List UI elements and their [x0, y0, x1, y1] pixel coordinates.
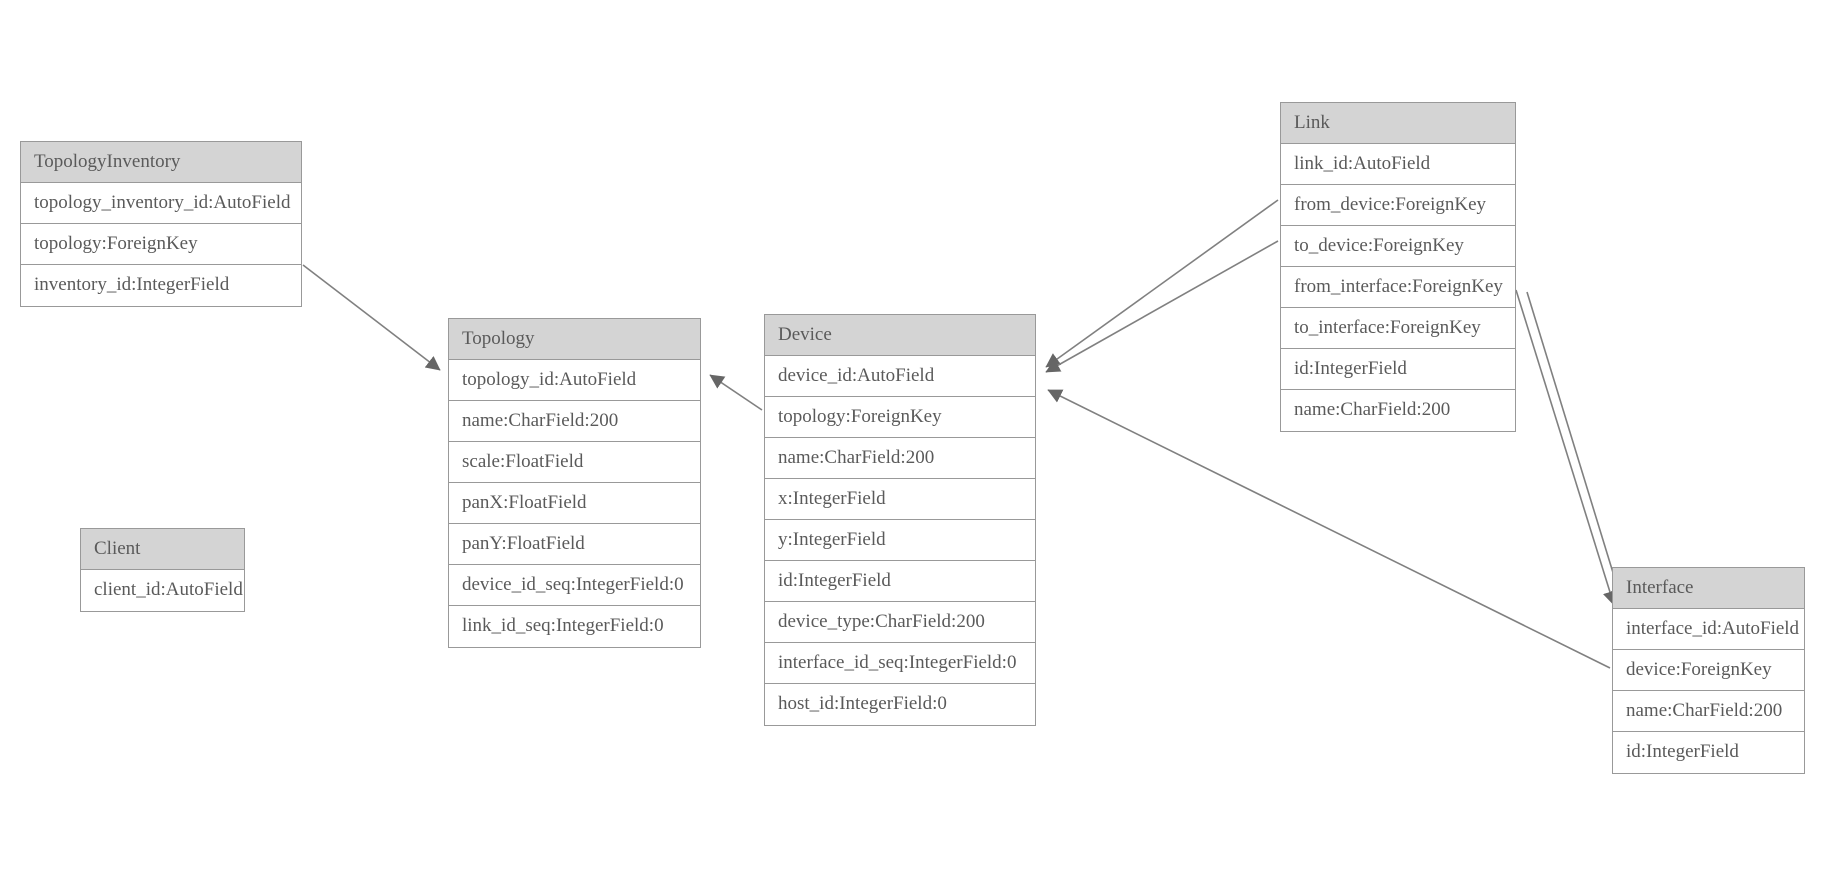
edge-topologyinventory-topology	[302, 264, 441, 371]
entity-field: id:IntegerField	[1613, 732, 1804, 773]
entity-title-topology: Topology	[449, 319, 700, 360]
entity-field: interface_id:AutoField	[1613, 609, 1804, 650]
entity-field: to_device:ForeignKey	[1281, 226, 1515, 267]
entity-field: link_id_seq:IntegerField:0	[449, 606, 700, 647]
entity-field: id:IntegerField	[765, 561, 1035, 602]
entity-field: inventory_id:IntegerField	[21, 265, 301, 306]
entity-field: device_id:AutoField	[765, 356, 1035, 397]
entity-field: x:IntegerField	[765, 479, 1035, 520]
edge-link-to-device	[1045, 240, 1279, 373]
entity-field: panX:FloatField	[449, 483, 700, 524]
edge-link-to-interface	[1526, 291, 1625, 603]
edge-link-from-device	[1045, 199, 1279, 368]
entity-topology[interactable]: Topology topology_id:AutoField name:Char…	[448, 318, 701, 648]
entity-title-device: Device	[765, 315, 1035, 356]
entity-field: from_device:ForeignKey	[1281, 185, 1515, 226]
entity-title-link: Link	[1281, 103, 1515, 144]
entity-field: device_id_seq:IntegerField:0	[449, 565, 700, 606]
edge-device-topology	[709, 374, 763, 411]
entity-field: topology:ForeignKey	[21, 224, 301, 265]
entity-field: to_interface:ForeignKey	[1281, 308, 1515, 349]
entity-field: topology:ForeignKey	[765, 397, 1035, 438]
entity-field: name:CharField:200	[1281, 390, 1515, 431]
edge-link-from-interface	[1515, 289, 1617, 606]
entity-field: name:CharField:200	[765, 438, 1035, 479]
entity-field: from_interface:ForeignKey	[1281, 267, 1515, 308]
entity-field: id:IntegerField	[1281, 349, 1515, 390]
entity-field: scale:FloatField	[449, 442, 700, 483]
entity-field: interface_id_seq:IntegerField:0	[765, 643, 1035, 684]
entity-field: panY:FloatField	[449, 524, 700, 565]
entity-field: name:CharField:200	[1613, 691, 1804, 732]
entity-field: device:ForeignKey	[1613, 650, 1804, 691]
entity-field: topology_inventory_id:AutoField	[21, 183, 301, 224]
entity-device[interactable]: Device device_id:AutoField topology:Fore…	[764, 314, 1036, 726]
entity-interface[interactable]: Interface interface_id:AutoField device:…	[1612, 567, 1805, 774]
entity-title-client: Client	[81, 529, 244, 570]
entity-title-interface: Interface	[1613, 568, 1804, 609]
entity-field: topology_id:AutoField	[449, 360, 700, 401]
entity-field: name:CharField:200	[449, 401, 700, 442]
entity-field: host_id:IntegerField:0	[765, 684, 1035, 725]
entity-field: device_type:CharField:200	[765, 602, 1035, 643]
entity-field: y:IntegerField	[765, 520, 1035, 561]
entity-link[interactable]: Link link_id:AutoField from_device:Forei…	[1280, 102, 1516, 432]
entity-topology-inventory[interactable]: TopologyInventory topology_inventory_id:…	[20, 141, 302, 307]
entity-field: client_id:AutoField	[81, 570, 244, 611]
entity-title-topology-inventory: TopologyInventory	[21, 142, 301, 183]
entity-field: link_id:AutoField	[1281, 144, 1515, 185]
entity-client[interactable]: Client client_id:AutoField	[80, 528, 245, 612]
